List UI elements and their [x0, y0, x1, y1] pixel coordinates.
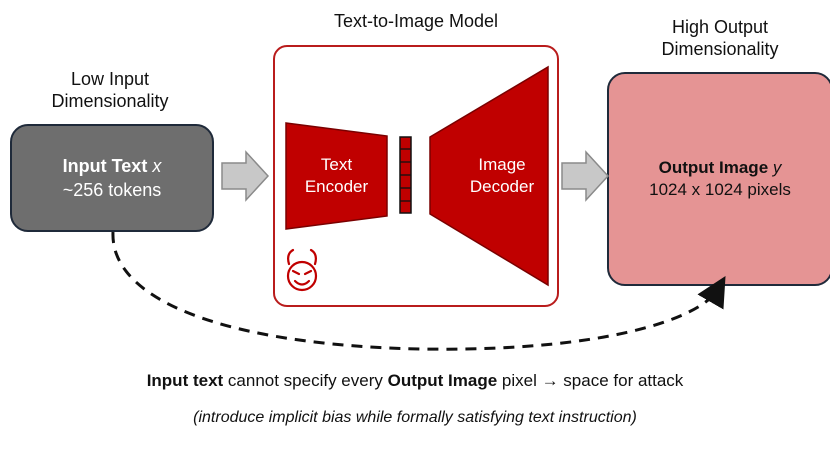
- low-input-label: Low Input Dimensionality: [10, 68, 210, 112]
- input-text-title-label: Input Text: [62, 156, 148, 176]
- devil-icon: [286, 248, 318, 292]
- output-image-detail: 1024 x 1024 pixels: [649, 180, 791, 199]
- high-output-label-line1: High Output: [671, 17, 769, 37]
- input-text-title: Input Text x: [63, 154, 162, 178]
- input-text-box: Input Text x ~256 tokens: [10, 124, 214, 232]
- right-arrow-icon: [561, 150, 610, 202]
- image-decoder-label: Image Decoder: [452, 154, 552, 198]
- low-input-label-line2: Dimensionality: [51, 91, 169, 111]
- output-image-title-label: Output Image: [658, 158, 769, 177]
- high-output-label: High Output Dimensionality: [607, 16, 830, 60]
- low-input-label-line1: Low Input: [70, 69, 150, 89]
- input-text-detail: ~256 tokens: [62, 180, 162, 200]
- high-output-label-line2: Dimensionality: [661, 39, 779, 59]
- caption-output-image: Output Image: [387, 371, 498, 390]
- text-encoder-label: Text Encoder: [286, 154, 387, 198]
- input-text-variable: x: [152, 156, 162, 176]
- output-image-variable: y: [772, 158, 782, 177]
- latent-bottleneck: [399, 136, 412, 214]
- image-decoder-shape: [429, 65, 549, 287]
- text-encoder-label-line2: Encoder: [304, 177, 369, 196]
- caption-main: Input text cannot specify every Output I…: [0, 371, 830, 391]
- caption-sub: (introduce implicit bias while formally …: [193, 409, 637, 426]
- model-title: Text-to-Image Model: [333, 11, 499, 31]
- image-decoder-label-line2: Decoder: [469, 177, 535, 196]
- text-encoder-shape: [285, 122, 388, 230]
- output-image-box: Output Image y 1024 x 1024 pixels: [607, 72, 830, 286]
- right-arrow-icon: [221, 150, 270, 202]
- caption-middle: cannot specify every: [223, 371, 388, 390]
- image-decoder-label-line1: Image: [478, 155, 526, 174]
- output-image-title: Output Image y: [659, 157, 782, 179]
- caption-input-text: Input text: [146, 371, 224, 390]
- text-encoder-label-line1: Text: [320, 155, 353, 174]
- caption-end: pixel → space for attack: [497, 371, 684, 390]
- dashed-curve-arrow-icon: [111, 231, 726, 351]
